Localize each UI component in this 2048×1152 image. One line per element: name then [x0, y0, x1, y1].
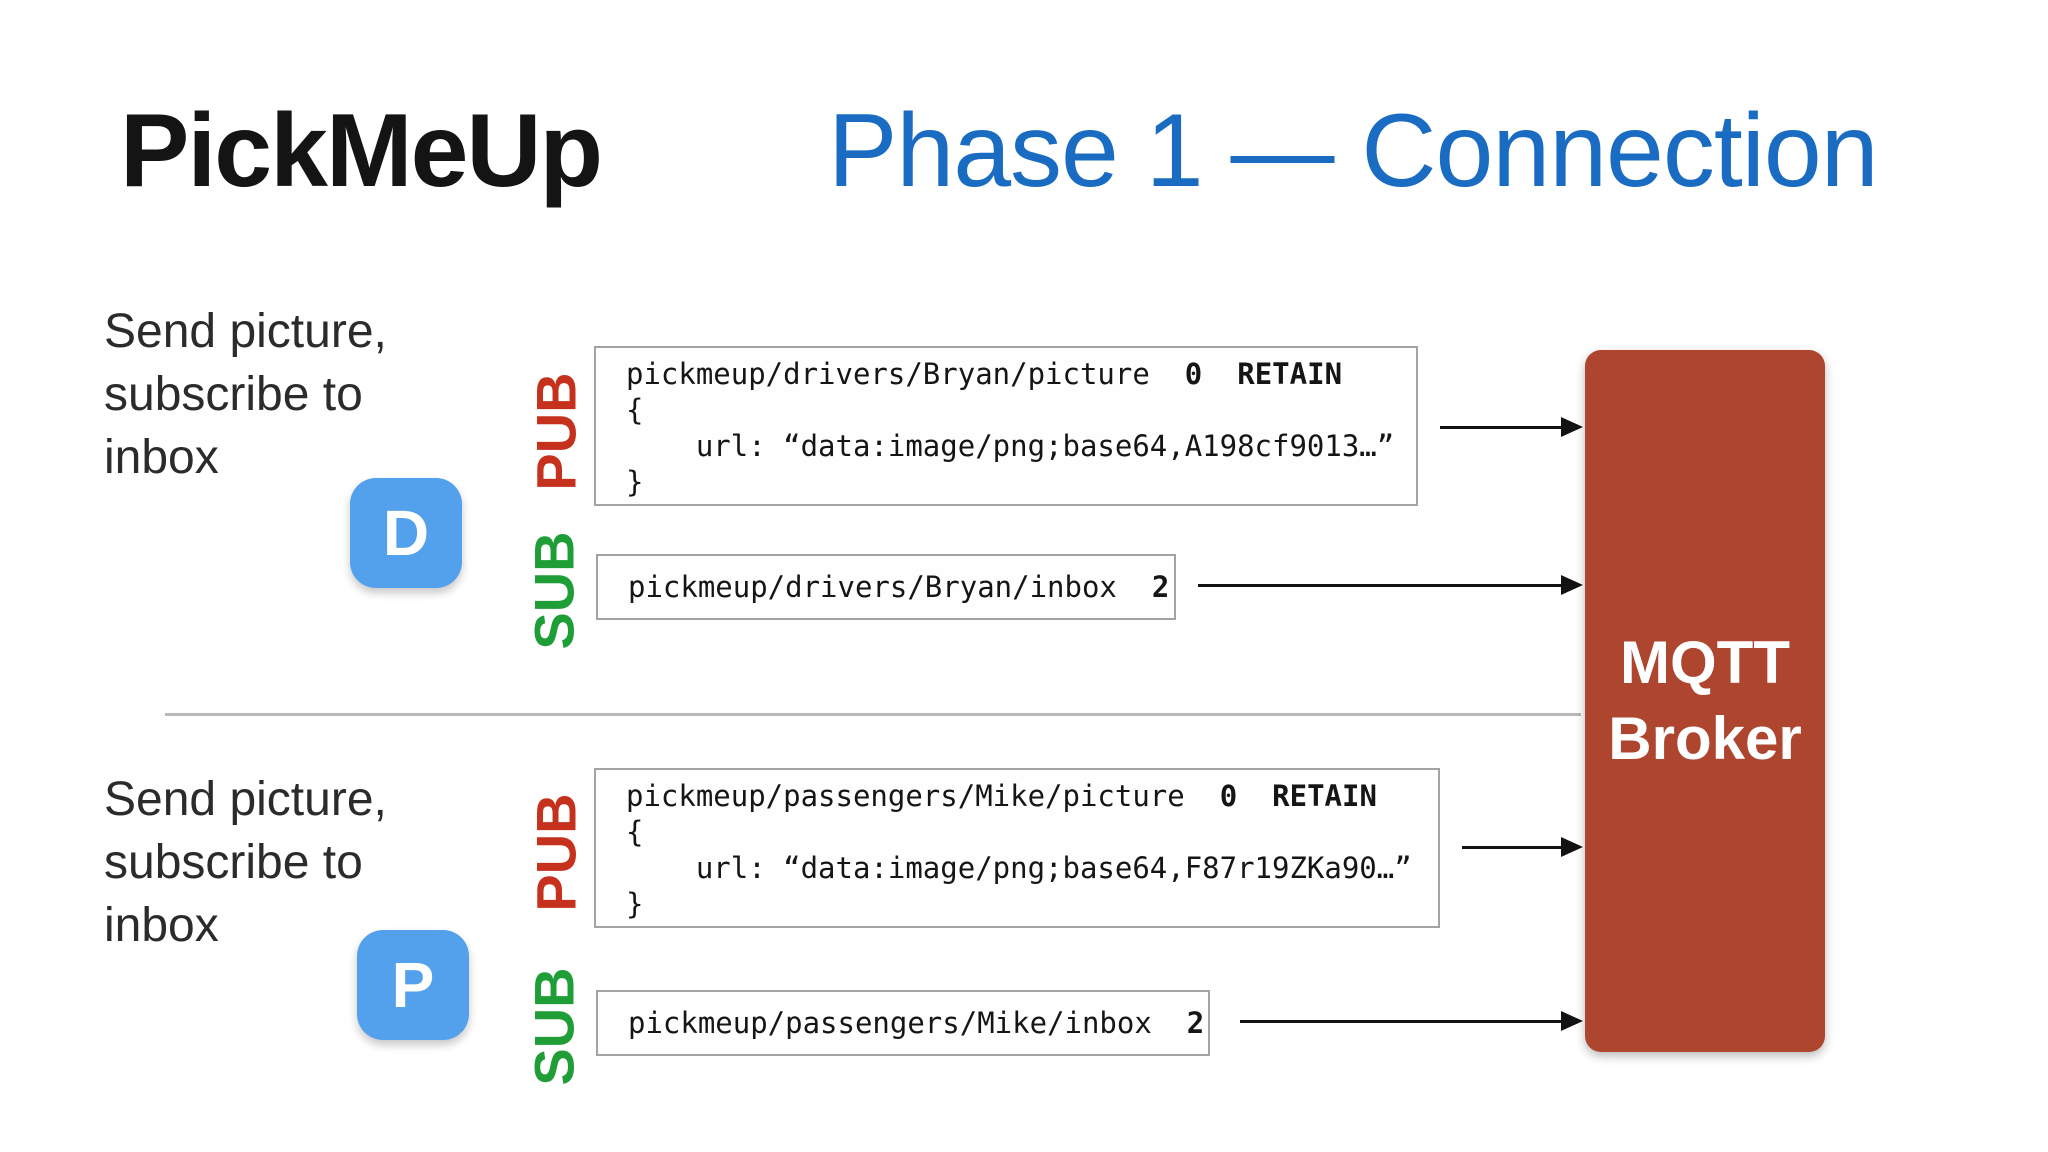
retain-flag: RETAIN — [1237, 357, 1343, 391]
publish-topic-line: pickmeup/drivers/Bryan/picture 0 RETAIN — [626, 356, 1416, 392]
broker-label-line2: Broker — [1608, 705, 1802, 772]
payload-brace-open: { — [626, 393, 644, 427]
payload-brace-open: { — [626, 815, 644, 849]
qos-value: 0 — [1219, 779, 1238, 813]
qos-value: 2 — [1186, 1006, 1205, 1040]
driver-description: Send picture, subscribe to inbox — [104, 305, 387, 484]
topic-text: pickmeup/passengers/Mike/inbox — [628, 1006, 1152, 1040]
sub-label-driver: SUB — [522, 531, 586, 650]
topic-text: pickmeup/drivers/Bryan/picture — [626, 357, 1150, 391]
sub-label-passenger: SUB — [522, 967, 586, 1086]
qos-value: 0 — [1184, 357, 1203, 391]
passenger-badge-letter: P — [391, 949, 435, 1021]
payload-url-line: url: “data:image/png;base64,F87r19ZKa90…… — [626, 851, 1412, 885]
section-divider — [165, 713, 1581, 716]
payload-url-line: url: “data:image/png;base64,A198cf9013…” — [626, 429, 1395, 463]
subscribe-topic-box-passenger: pickmeup/passengers/Mike/inbox 2 — [596, 990, 1210, 1056]
driver-badge-letter: D — [382, 497, 430, 569]
payload-brace-close: } — [626, 887, 644, 921]
arrow-passenger-subscribe — [1240, 1011, 1583, 1031]
arrow-passenger-publish — [1462, 837, 1583, 857]
payload-brace-close: } — [626, 465, 644, 499]
driver-badge: D — [350, 478, 462, 588]
passenger-description: Send picture, subscribe to inbox — [104, 773, 387, 952]
arrow-driver-publish — [1440, 417, 1583, 437]
retain-flag: RETAIN — [1272, 779, 1377, 813]
qos-value: 2 — [1151, 570, 1170, 604]
subscribe-topic-box-driver: pickmeup/drivers/Bryan/inbox 2 — [596, 554, 1176, 620]
mqtt-broker: MQTT Broker — [1585, 350, 1825, 1052]
phase-title: Phase 1 — Connection — [828, 93, 1879, 209]
broker-label-line1: MQTT — [1620, 629, 1790, 696]
pub-label-passenger: PUB — [524, 793, 588, 912]
passenger-badge: P — [357, 930, 469, 1040]
arrow-driver-subscribe — [1198, 575, 1583, 595]
app-title: PickMeUp — [120, 93, 603, 209]
topic-text: pickmeup/drivers/Bryan/inbox — [628, 570, 1117, 604]
publish-topic-line: pickmeup/passengers/Mike/picture 0 RETAIN — [626, 778, 1438, 814]
topic-text: pickmeup/passengers/Mike/picture — [626, 779, 1185, 813]
pub-label-driver: PUB — [524, 372, 588, 491]
